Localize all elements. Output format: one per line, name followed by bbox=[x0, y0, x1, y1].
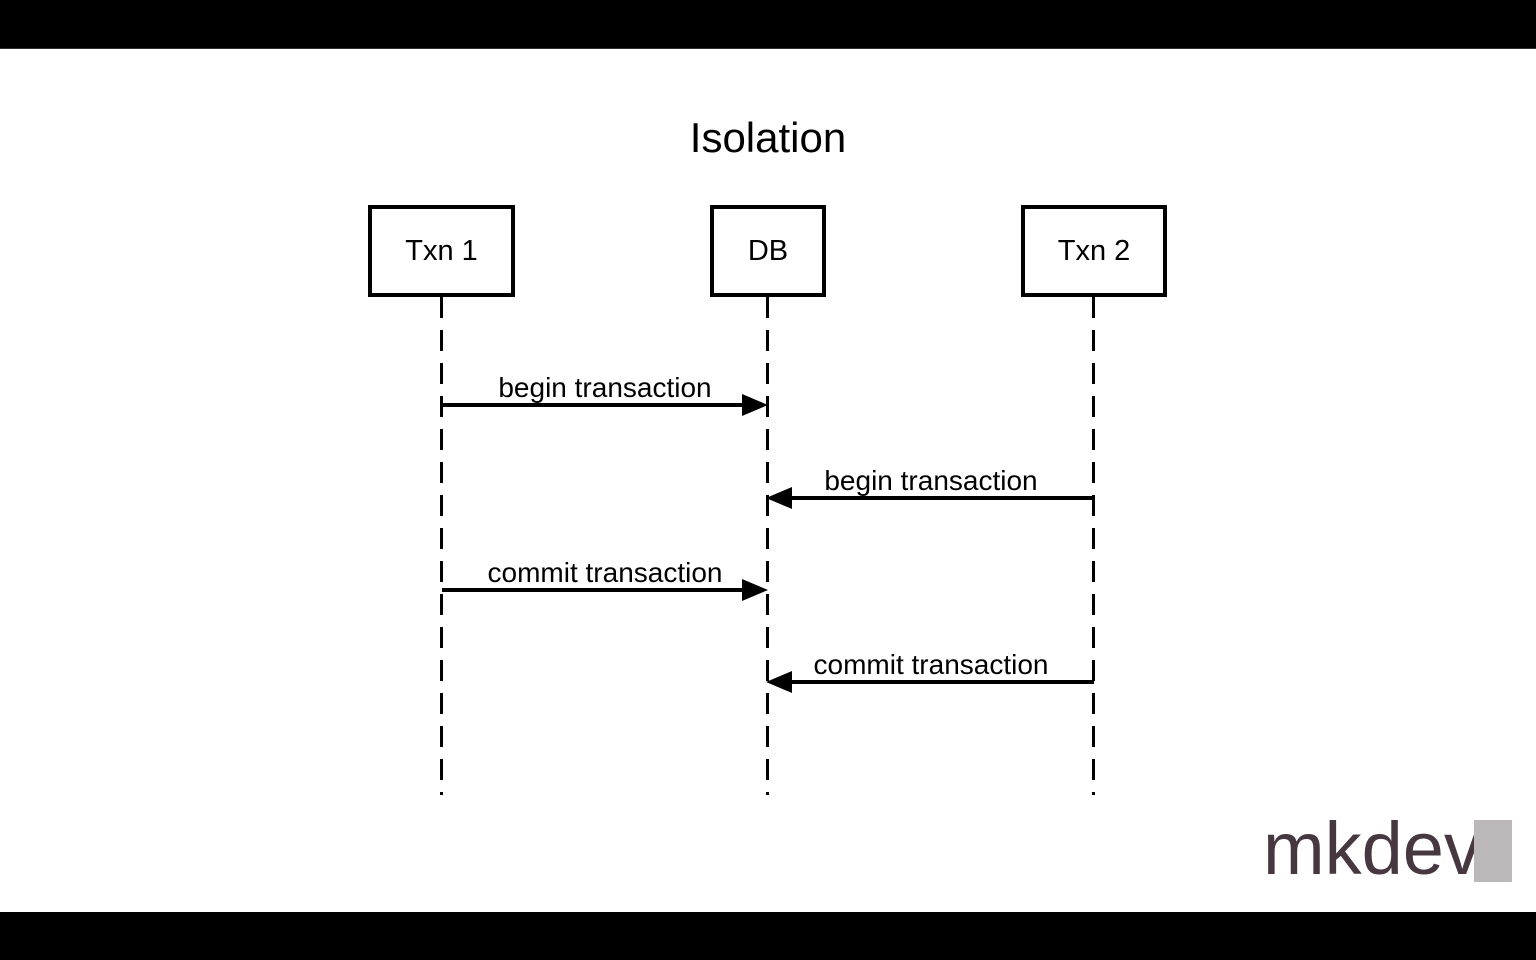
actor-label-txn2: Txn 2 bbox=[1057, 234, 1131, 267]
actor-box-db: DB bbox=[710, 205, 826, 297]
mkdev-logo-wordmark: mkdev bbox=[1263, 807, 1481, 890]
message-label: commit transaction bbox=[487, 557, 723, 588]
message-line bbox=[792, 680, 1094, 684]
actor-box-txn1: Txn 1 bbox=[368, 205, 515, 297]
letterbox-bottom-bar bbox=[0, 912, 1536, 960]
message-line bbox=[442, 403, 744, 407]
message-label: commit transaction bbox=[813, 649, 1049, 680]
actor-label-txn1: Txn 1 bbox=[405, 234, 478, 267]
mkdev-logo-block-icon bbox=[1474, 820, 1512, 882]
message-line bbox=[792, 496, 1094, 500]
lifeline-txn2 bbox=[1092, 297, 1095, 795]
arrowhead-right-icon bbox=[742, 394, 768, 416]
letterbox-top-bar bbox=[0, 0, 1536, 49]
diagram-title: Isolation bbox=[689, 114, 847, 161]
arrowhead-left-icon bbox=[766, 487, 792, 509]
actor-label-db: DB bbox=[747, 234, 789, 267]
message-line bbox=[442, 588, 744, 592]
lifeline-txn1 bbox=[440, 297, 443, 795]
arrowhead-right-icon bbox=[742, 579, 768, 601]
actor-box-txn2: Txn 2 bbox=[1021, 205, 1167, 297]
arrowhead-left-icon bbox=[766, 671, 792, 693]
message-label: begin transaction bbox=[824, 465, 1038, 496]
message-label: begin transaction bbox=[498, 372, 712, 403]
lifeline-db bbox=[766, 297, 769, 795]
